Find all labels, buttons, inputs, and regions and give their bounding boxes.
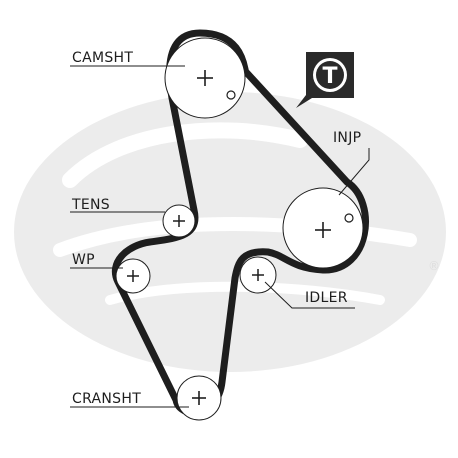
crankshaft-pulley bbox=[176, 375, 222, 421]
leader-lines bbox=[70, 65, 370, 408]
camshaft-pulley bbox=[164, 37, 246, 119]
injection-pump-pulley bbox=[282, 187, 364, 269]
timing-badge-letter: T bbox=[322, 64, 337, 89]
water-pump-label: WP bbox=[72, 252, 95, 268]
water-pump-pulley bbox=[115, 258, 151, 294]
idler-label: IDLER bbox=[305, 290, 348, 306]
tensioner-label: TENS bbox=[71, 197, 110, 213]
idler-leader bbox=[264, 281, 355, 309]
crankshaft-label: CRANSHT bbox=[72, 391, 141, 407]
tensioner-pulley bbox=[162, 204, 196, 238]
injection-pump-leader bbox=[338, 148, 370, 196]
brand-watermark: ® bbox=[14, 92, 446, 372]
timing-badge-icon: T bbox=[296, 52, 354, 108]
camshaft-label: CAMSHT bbox=[72, 50, 133, 66]
registered-mark: ® bbox=[428, 259, 440, 273]
injection-pump-label: INJP bbox=[333, 130, 361, 146]
